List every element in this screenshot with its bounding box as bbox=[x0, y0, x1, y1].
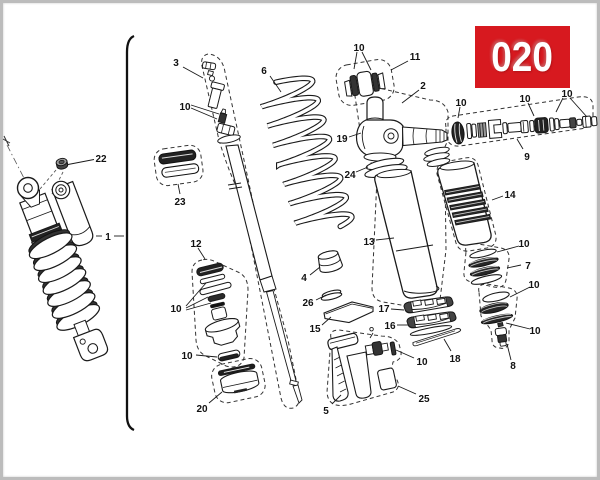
svg-text:3: 3 bbox=[173, 58, 179, 69]
svg-text:24: 24 bbox=[344, 170, 356, 181]
svg-text:10: 10 bbox=[561, 89, 573, 100]
svg-text:1: 1 bbox=[105, 232, 111, 243]
svg-text:22: 22 bbox=[95, 154, 107, 165]
svg-text:23: 23 bbox=[174, 197, 186, 208]
svg-text:9: 9 bbox=[524, 152, 530, 163]
svg-text:10: 10 bbox=[519, 94, 531, 105]
svg-text:6: 6 bbox=[261, 66, 267, 77]
svg-text:20: 20 bbox=[196, 404, 208, 415]
svg-text:10: 10 bbox=[353, 43, 365, 54]
svg-text:7: 7 bbox=[525, 261, 531, 272]
svg-text:10: 10 bbox=[528, 280, 540, 291]
svg-text:2: 2 bbox=[420, 81, 426, 92]
svg-text:18: 18 bbox=[449, 354, 461, 365]
svg-text:8: 8 bbox=[510, 361, 516, 372]
svg-text:15: 15 bbox=[309, 324, 321, 335]
svg-text:25: 25 bbox=[418, 394, 430, 405]
svg-text:10: 10 bbox=[416, 357, 428, 368]
svg-text:10: 10 bbox=[179, 102, 191, 113]
svg-text:17: 17 bbox=[378, 304, 390, 315]
svg-text:10: 10 bbox=[518, 239, 530, 250]
svg-text:16: 16 bbox=[384, 321, 396, 332]
svg-text:14: 14 bbox=[504, 190, 516, 201]
svg-text:26: 26 bbox=[302, 298, 314, 309]
svg-text:10: 10 bbox=[181, 351, 193, 362]
svg-text:11: 11 bbox=[410, 52, 421, 63]
svg-text:12: 12 bbox=[190, 239, 202, 250]
svg-text:4: 4 bbox=[301, 273, 307, 284]
svg-text:19: 19 bbox=[336, 134, 348, 145]
svg-text:5: 5 bbox=[323, 406, 329, 417]
svg-text:10: 10 bbox=[170, 304, 182, 315]
svg-text:10: 10 bbox=[529, 326, 541, 337]
svg-text:10: 10 bbox=[455, 98, 467, 109]
svg-text:13: 13 bbox=[363, 237, 375, 248]
